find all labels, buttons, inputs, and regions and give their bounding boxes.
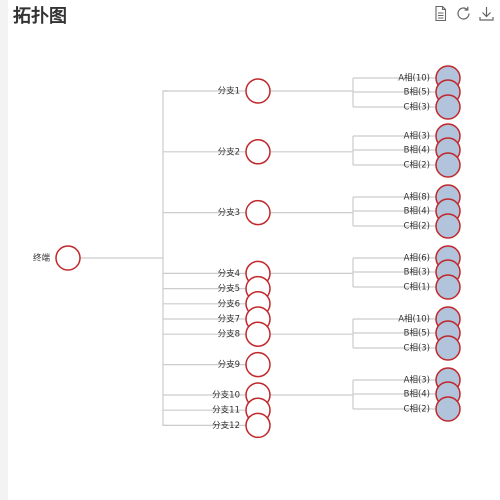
phase-label: B相(5) [404, 328, 430, 339]
branch-node[interactable] [245, 412, 271, 439]
root-label: 终端 [33, 253, 51, 264]
page-title: 拓扑图 [13, 6, 67, 27]
phase-label: C相(2) [404, 160, 430, 171]
branch-node[interactable] [245, 78, 271, 104]
branch-label: 分支1 [218, 86, 240, 97]
branch-label: 分支2 [218, 146, 240, 157]
phase-node[interactable] [435, 213, 461, 239]
phase-label: B相(4) [404, 389, 430, 400]
phase-label: A相(10) [398, 314, 430, 325]
branch-label: 分支10 [212, 390, 240, 401]
branch-label: 分支12 [212, 420, 240, 431]
phase-label: C相(2) [404, 221, 430, 232]
branch-label: 分支9 [218, 359, 240, 370]
phase-label: A相(10) [398, 73, 430, 84]
phase-node[interactable] [435, 152, 461, 178]
branch-node[interactable] [245, 351, 271, 378]
phase-node[interactable] [435, 335, 461, 361]
branch-label: 分支7 [218, 314, 240, 325]
phase-label: A相(3) [404, 375, 430, 386]
branch-node[interactable] [245, 321, 271, 347]
branch-label: 分支5 [218, 283, 240, 294]
download-icon[interactable] [478, 5, 495, 22]
branch-node[interactable] [245, 139, 271, 165]
branch-label: 分支3 [218, 207, 240, 218]
phase-label: C相(1) [404, 282, 430, 293]
phase-label: A相(8) [404, 192, 430, 203]
branch-bus [162, 90, 169, 426]
phase-label: C相(2) [404, 404, 430, 415]
phase-label: C相(3) [404, 102, 430, 113]
branch-node[interactable] [245, 199, 271, 226]
branch-label: 分支11 [212, 405, 240, 416]
phase-label: A相(3) [404, 131, 430, 142]
phase-label: B相(4) [404, 206, 430, 217]
branch-label: 分支8 [218, 329, 240, 340]
refresh-icon[interactable] [455, 5, 472, 22]
branch-label: 分支4 [218, 268, 240, 279]
phase-node[interactable] [435, 94, 461, 120]
toolbar [432, 5, 495, 22]
phase-label: A相(6) [404, 253, 430, 264]
phase-label: B相(3) [404, 267, 430, 278]
phase-node[interactable] [435, 396, 461, 422]
document-icon[interactable] [432, 5, 449, 22]
phase-label: B相(4) [404, 145, 430, 156]
phase-label: C相(3) [404, 343, 430, 354]
branch-label: 分支6 [218, 298, 240, 309]
phase-label: B相(5) [404, 87, 430, 98]
phase-node[interactable] [435, 274, 461, 300]
root-node[interactable] [55, 245, 81, 271]
